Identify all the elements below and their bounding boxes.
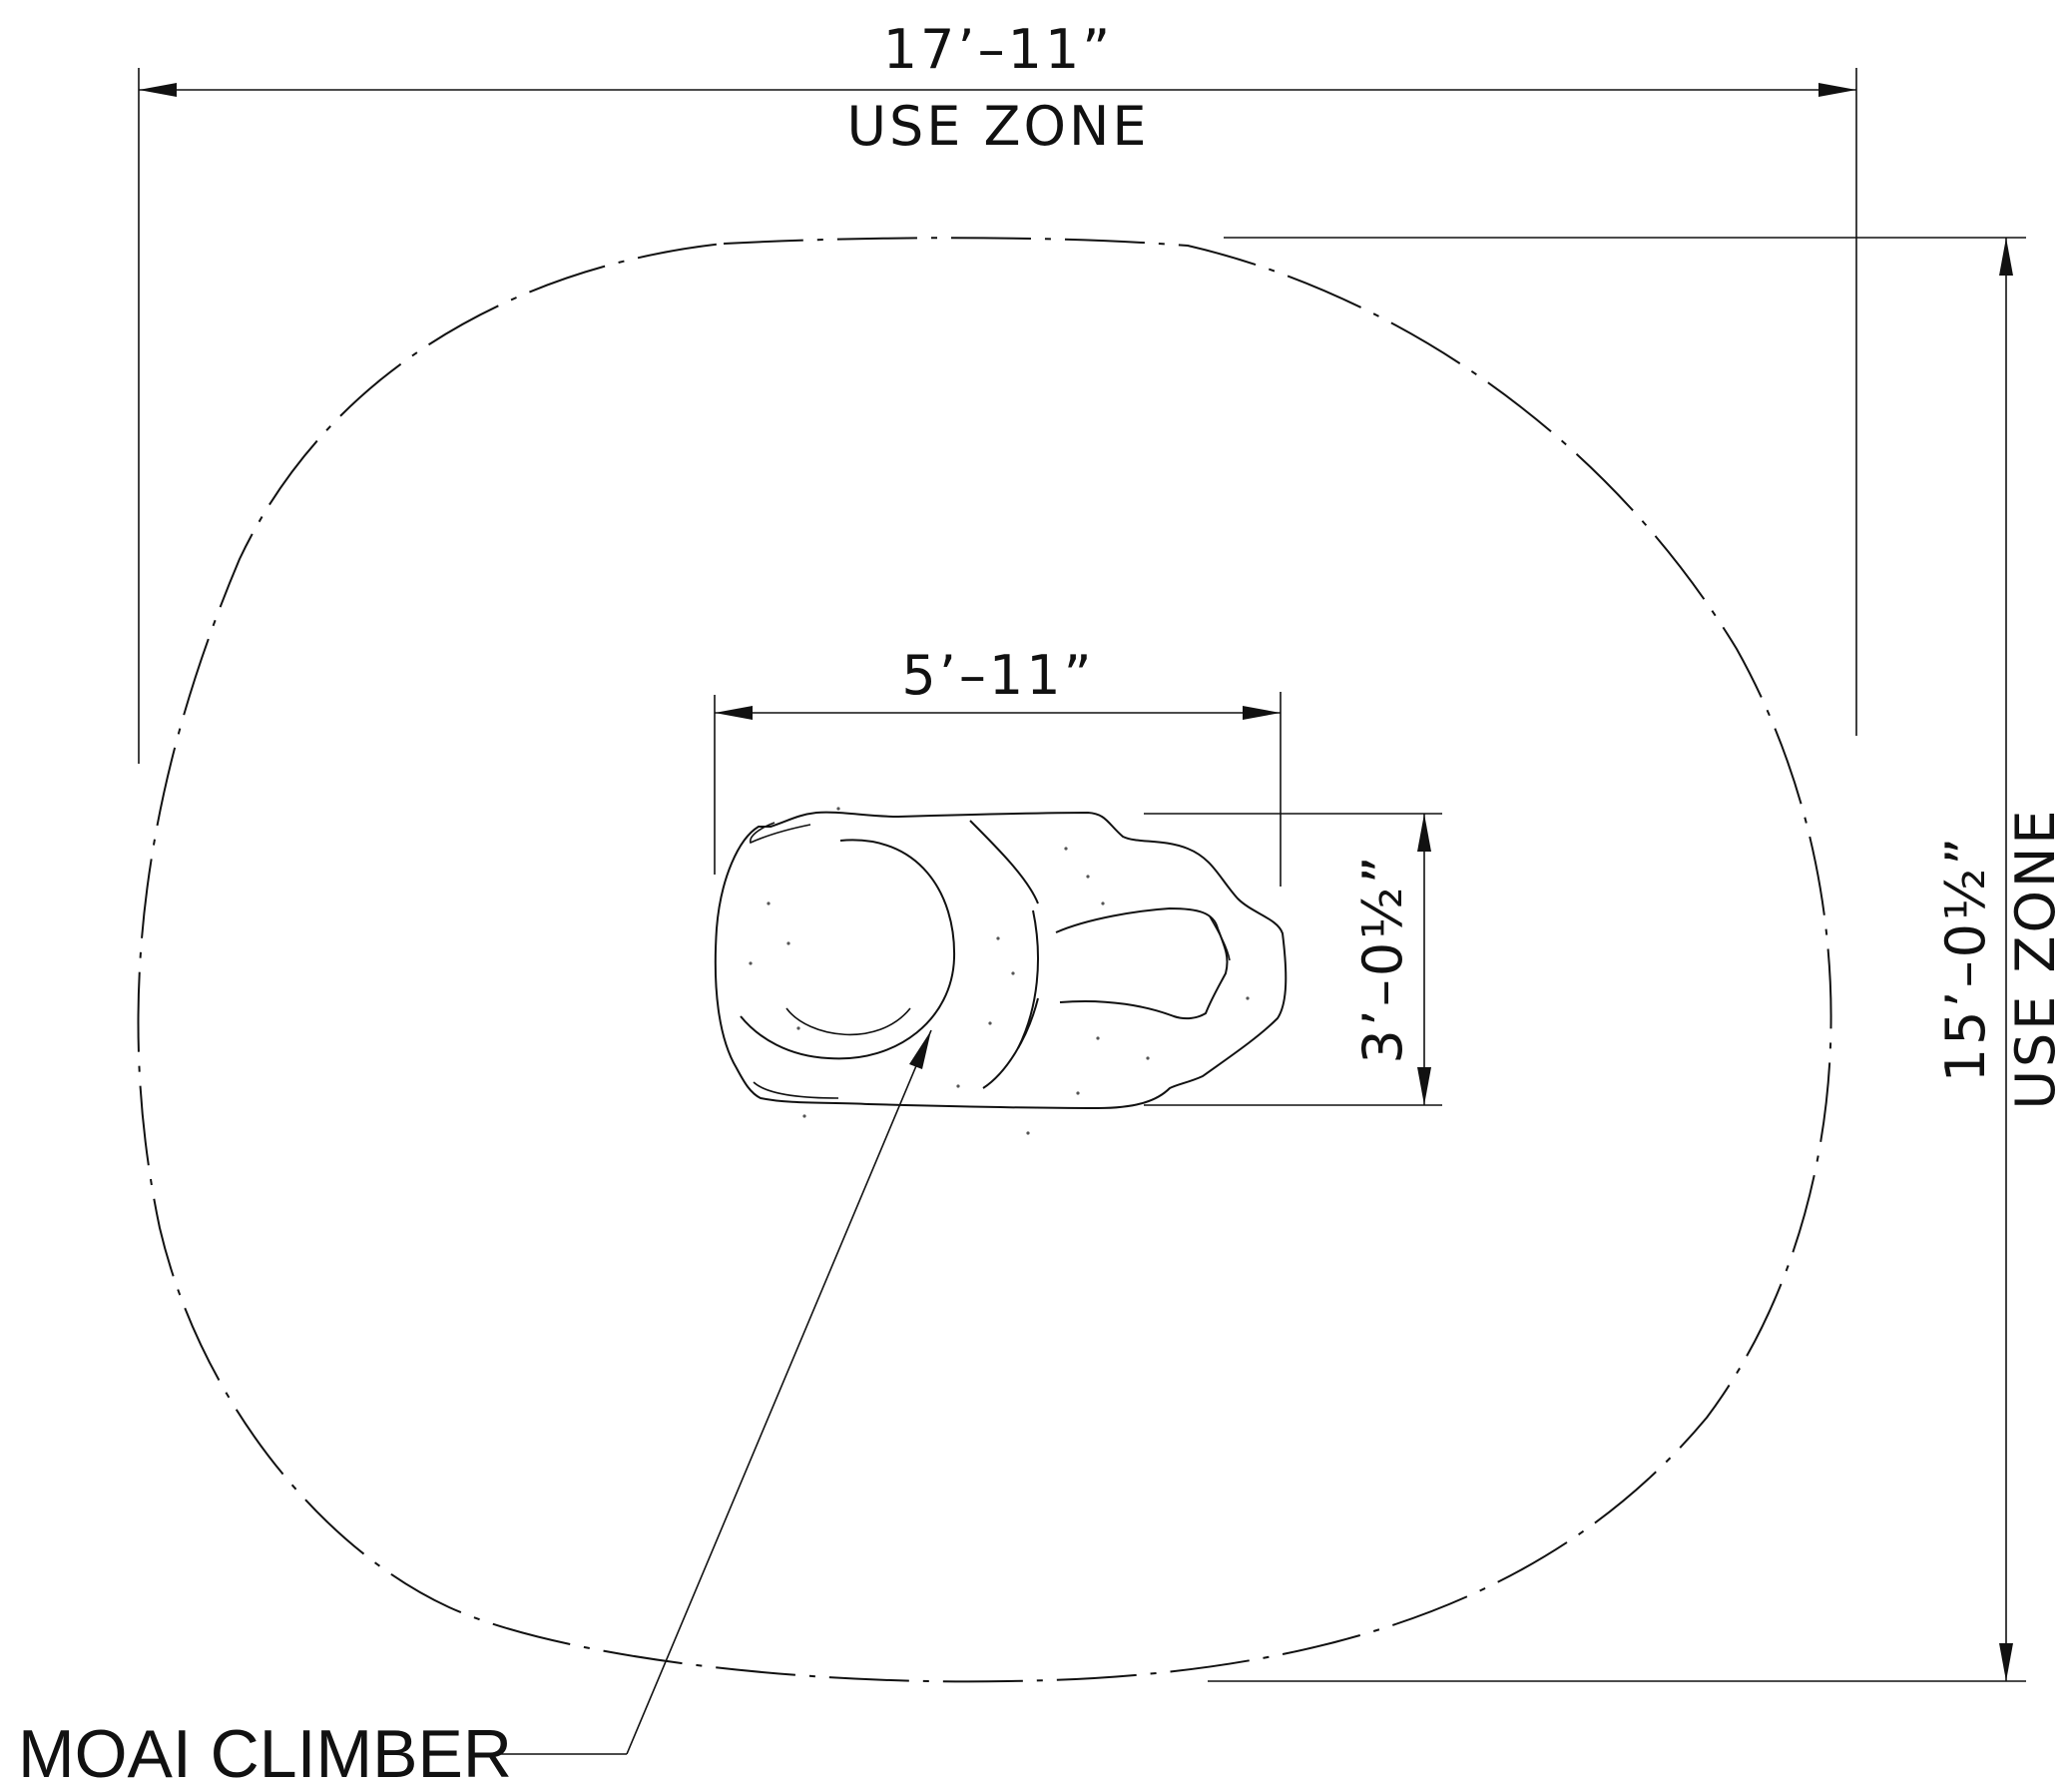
climber-front-edge xyxy=(753,1081,839,1099)
product-width-dimension: 5’–11” xyxy=(714,644,1282,887)
overall-width-dimension: 17’–11” USE ZONE xyxy=(138,18,1857,764)
arrowhead-top xyxy=(1999,238,2013,276)
climber-side-curve-top xyxy=(1017,909,1039,1049)
product-width-value: 5’–11” xyxy=(901,644,1094,707)
arrowhead-left xyxy=(139,83,177,97)
climber-head-arc-inner xyxy=(785,1007,911,1036)
product-arrowhead-right xyxy=(1243,706,1281,720)
climber-nose xyxy=(1055,906,1229,1020)
overall-depth-label: USE ZONE xyxy=(2004,807,2067,1109)
arrowhead-bottom xyxy=(1999,1643,2013,1681)
stone-texture xyxy=(749,807,1250,1135)
product-arrowhead-bottom xyxy=(1417,1067,1431,1105)
use-zone-boundary xyxy=(137,237,1832,1683)
climber-head-circle xyxy=(740,839,956,1060)
moai-climber-outline xyxy=(714,807,1288,1135)
overall-width-label: USE ZONE xyxy=(846,95,1149,158)
overall-depth-dimension: 15’–0½” USE ZONE xyxy=(1208,237,2067,1682)
product-depth-value: 3’–0½” xyxy=(1351,853,1414,1063)
callout-label: MOAI CLIMBER xyxy=(18,1716,512,1790)
product-arrowhead-left xyxy=(715,706,753,720)
overall-depth-value: 15’–0½” xyxy=(1934,835,1997,1083)
callout-leader xyxy=(501,1029,932,1755)
leader-diagonal xyxy=(626,1029,932,1755)
overall-width-value: 17’–11” xyxy=(883,18,1114,81)
leader-arrowhead xyxy=(909,1030,931,1069)
climber-shoulder-top xyxy=(969,820,1039,904)
product-depth-dimension: 3’–0½” xyxy=(1144,813,1442,1106)
climber-body-outline xyxy=(714,811,1288,1110)
arrowhead-right xyxy=(1818,83,1856,97)
product-arrowhead-top xyxy=(1417,814,1431,852)
climber-shoulder-bottom xyxy=(982,997,1039,1089)
climber-back-edge xyxy=(750,822,811,845)
climber-nose-ridge xyxy=(1209,915,1231,961)
